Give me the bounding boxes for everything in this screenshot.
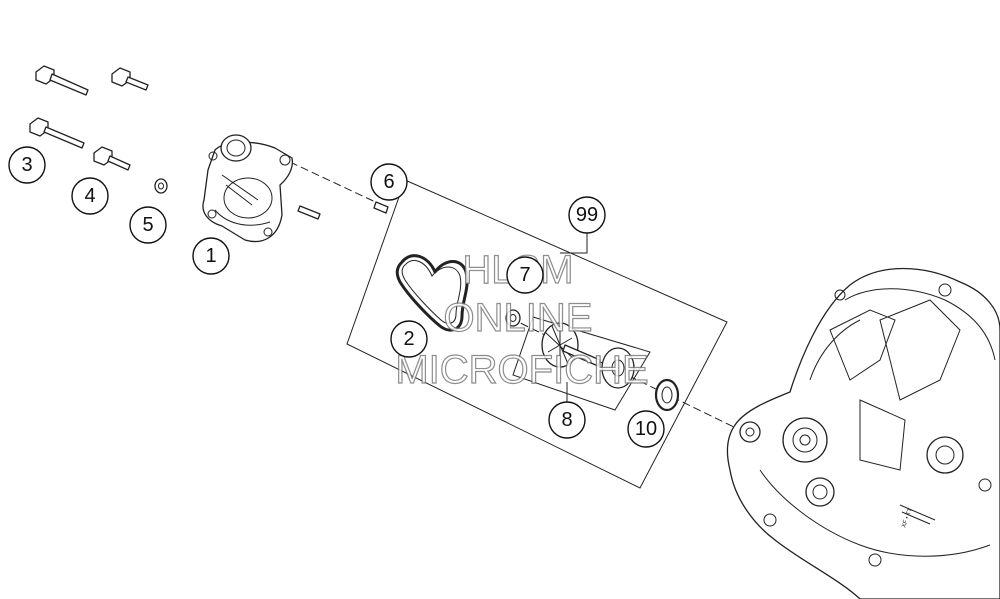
water-pump-cover xyxy=(202,134,321,243)
impeller xyxy=(541,322,601,368)
dowel-pin xyxy=(373,201,389,214)
callout-99: 99 xyxy=(568,196,606,234)
svg-text:10: 10 xyxy=(635,418,657,440)
callout-6: 6 xyxy=(370,163,408,201)
axis-cover-to-pin xyxy=(289,161,385,207)
gasket-inner xyxy=(401,260,462,324)
bolt-short-lower xyxy=(93,146,131,171)
callout-8: 8 xyxy=(548,401,586,439)
callout-2: 2 xyxy=(390,320,428,358)
watermark-line3: MICROFICHE xyxy=(395,348,648,392)
svg-text:4: 4 xyxy=(84,185,95,207)
pump-shaft-disc xyxy=(601,347,635,389)
svg-text:99: 99 xyxy=(576,204,598,226)
kit-8-outline xyxy=(512,316,651,411)
oil-seal-small xyxy=(505,309,521,327)
callout-7: 7 xyxy=(506,256,544,294)
kit-99-outline xyxy=(346,179,728,489)
gasket xyxy=(395,254,469,332)
bolt-long-upper xyxy=(35,65,89,96)
svg-text:7: 7 xyxy=(519,264,530,286)
bolt-long-lower xyxy=(29,117,85,149)
svg-text:6: 6 xyxy=(383,171,394,193)
svg-text:5: 5 xyxy=(142,214,153,236)
callout-4: 4 xyxy=(71,177,109,215)
leader-99 xyxy=(560,233,588,254)
callout-1: 1 xyxy=(192,237,230,275)
svg-text:1: 1 xyxy=(205,245,216,267)
svg-text:3: 3 xyxy=(21,154,32,176)
bolt-short-upper xyxy=(111,67,149,91)
shaft-seal-ring xyxy=(654,378,680,412)
svg-text:8: 8 xyxy=(561,409,572,431)
washer-small xyxy=(154,178,168,194)
callout-3: 3 xyxy=(8,146,46,184)
svg-text:2: 2 xyxy=(403,328,414,350)
callout-5: 5 xyxy=(129,206,167,244)
callout-10: 10 xyxy=(627,410,665,448)
watermark-line2: ONLINE xyxy=(444,296,593,340)
clutch-cover-housing: XF • TT xyxy=(726,267,1000,599)
